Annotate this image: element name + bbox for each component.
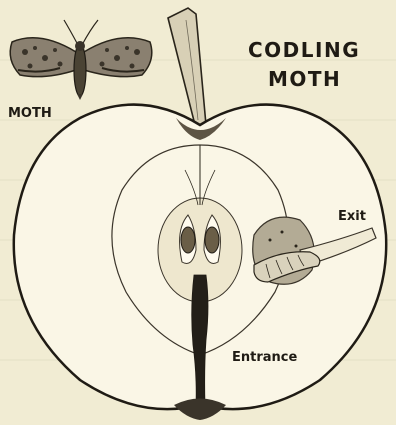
apple-cross-section xyxy=(14,105,386,420)
moth-label: MOTH xyxy=(8,106,52,121)
entrance-label: Entrance xyxy=(232,350,297,365)
exit-label: Exit xyxy=(338,209,366,224)
apple-stem xyxy=(168,8,206,125)
diagram-title-line1: CODLING xyxy=(248,38,360,62)
moth-illustration xyxy=(10,20,152,100)
diagram-title-line2: MOTH xyxy=(268,67,341,91)
